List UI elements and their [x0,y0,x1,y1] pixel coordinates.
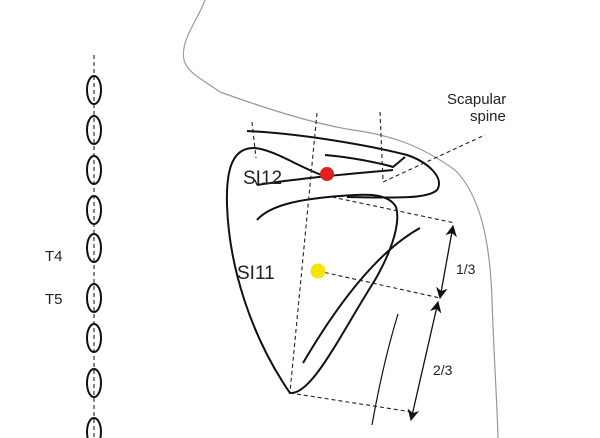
label-scapular: Scapular [447,91,506,108]
label-one-third: 1/3 [456,261,476,277]
two-thirds-arrow [407,300,442,422]
si12-point [320,167,334,181]
vertebral-column [86,55,102,438]
label-si11: SI11 [237,263,275,284]
one-third-arrow [436,224,457,300]
label-two-thirds: 2/3 [433,362,453,378]
label-si12: SI12 [243,168,282,189]
label-spine: spine [470,108,506,125]
scapular-spine-pointer [382,134,486,183]
label-t5: T5 [45,291,63,308]
shoulder-outline [219,91,499,438]
neck-outline [182,0,221,93]
si11-point [310,263,326,279]
label-t4: T4 [45,248,63,265]
